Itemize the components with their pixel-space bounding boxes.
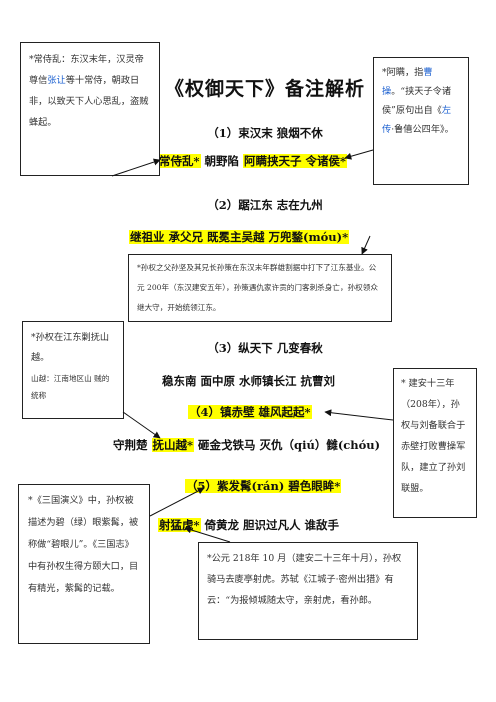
lyric-line-2: 继祖业 承父兄 既冕主吴越 万兜鍪(móu)*: [129, 229, 350, 245]
note-text: *公元 218年 10 月（建安二十三年十月），孙权骑马去庱亭射虎。苏轼《江城子…: [207, 553, 402, 606]
section-2-heading: （2）踞江东 志在九州: [207, 198, 323, 212]
lyric-phrase: 砸金戈铁马 灭仇（qiú）雠(chóu): [198, 438, 381, 452]
note-text: *阿瞒，指: [382, 67, 424, 78]
note-box-jiangdong: *孙权之父孙坚及其兄长孙策在东汉末年群雄割据中打下了江东基业。公元 200年（东…: [128, 254, 392, 322]
note-box-ahman: *阿瞒，指曹操。“挟天子令诸侯”原句出自《左传·鲁僖公四年》。: [373, 57, 469, 185]
note-link-text: 张让: [47, 75, 66, 86]
note-box-biyan: *《三国演义》中，孙权被描述为碧（绿）眼紫髯，被称做“碧眼儿”。《三国志》中有孙…: [18, 484, 150, 644]
lyric-phrase-highlight: （5）紫发髯(rán) 碧色眼眸*: [185, 479, 342, 493]
page-title: 《权御天下》备注解析: [164, 78, 365, 100]
lyric-phrase: 倚黄龙 胆识过凡人 谁敌手: [204, 518, 340, 532]
note-text: *孙权之父孙坚及其兄长孙策在东汉末年群雄割据中打下了江东基业。公元 200年（东…: [137, 263, 378, 312]
lyric-phrase-highlight: 常侍乱*: [158, 154, 201, 168]
lyric-line-4: 守荆楚 抚山越* 砸金戈铁马 灭仇（qiú）雠(chóu): [113, 437, 380, 453]
section-1-heading: （1）束汉末 狼烟不休: [207, 126, 323, 140]
note-box-changshi: *常侍乱：东汉末年，汉灵帝尊信张让等十常侍，朝政日非，以致天下人心思乱，盗贼蜂起…: [20, 42, 160, 176]
note-text: 。“挟天子令诸侯”原句出自《: [382, 86, 452, 116]
lyric-phrase-highlight: （4）镇赤壁 雄风起起*: [188, 405, 312, 419]
lyric-phrase-highlight: 阿瞒挟天子 令诸侯*: [243, 154, 348, 168]
arrow-jiangdong: [361, 235, 371, 255]
note-text: ·鲁僖公四年》。: [391, 124, 454, 135]
section-5-heading: （5）紫发髯(rán) 碧色眼眸*: [185, 478, 342, 494]
section-3-heading: （3）纵天下 几变春秋: [207, 341, 323, 355]
note-link-text: 左传: [382, 105, 452, 135]
note-box-shanyue: *孙权在江东剿抚山越。 山越：江南地区山 贼的统称: [22, 321, 124, 419]
arrow-chibi: [324, 409, 394, 421]
note-text: *孙权在江东剿抚山越。: [31, 332, 110, 363]
note-link-text: 曹操: [382, 67, 433, 97]
lyric-phrase: 朝野陷: [204, 154, 240, 168]
note-text: 山越：江南地区山 贼的统称: [31, 374, 110, 400]
note-text: *常侍乱：东汉末年，汉灵帝尊信: [29, 54, 144, 86]
lyric-phrase-highlight: 继祖业 承父兄 既冕主吴越 万兜鍪(móu)*: [129, 230, 350, 244]
note-text: *《三国演义》中，孙权被描述为碧（绿）眼紫髯，被称做“碧眼儿”。《三国志》中有孙…: [28, 495, 139, 594]
note-box-shehu: *公元 218年 10 月（建安二十三年十月），孙权骑马去庱亭射虎。苏轼《江城子…: [198, 542, 418, 640]
section-4-heading: （4）镇赤壁 雄风起起*: [188, 404, 312, 420]
arrow-shanyue: [122, 411, 161, 439]
lyric-phrase: 守荆楚: [113, 438, 148, 452]
lyric-phrase-highlight: 抚山越*: [151, 438, 195, 452]
lyric-line-1: 常侍乱* 朝野陷 阿瞒挟天子 令诸侯*: [158, 153, 348, 169]
lyric-phrase-highlight: 射猛虎*: [158, 518, 201, 532]
lyric-line-3: 稳东南 面中原 水师镇长江 抗曹刘: [162, 374, 336, 388]
note-box-chibi: * 建安十三年（208年），孙权与刘备联合于赤壁打败曹操军队，建立了孙刘联盟。: [393, 368, 477, 518]
arrow-ahman: [344, 149, 374, 160]
note-text: * 建安十三年（208年），孙权与刘备联合于赤壁打败曹操军队，建立了孙刘联盟。: [401, 378, 466, 494]
note-text: 等十常侍，朝政日非，以致天下人心思乱，盗贼蜂起。: [29, 75, 149, 128]
lyric-line-5: 射猛虎* 倚黄龙 胆识过凡人 谁敌手: [158, 517, 339, 533]
